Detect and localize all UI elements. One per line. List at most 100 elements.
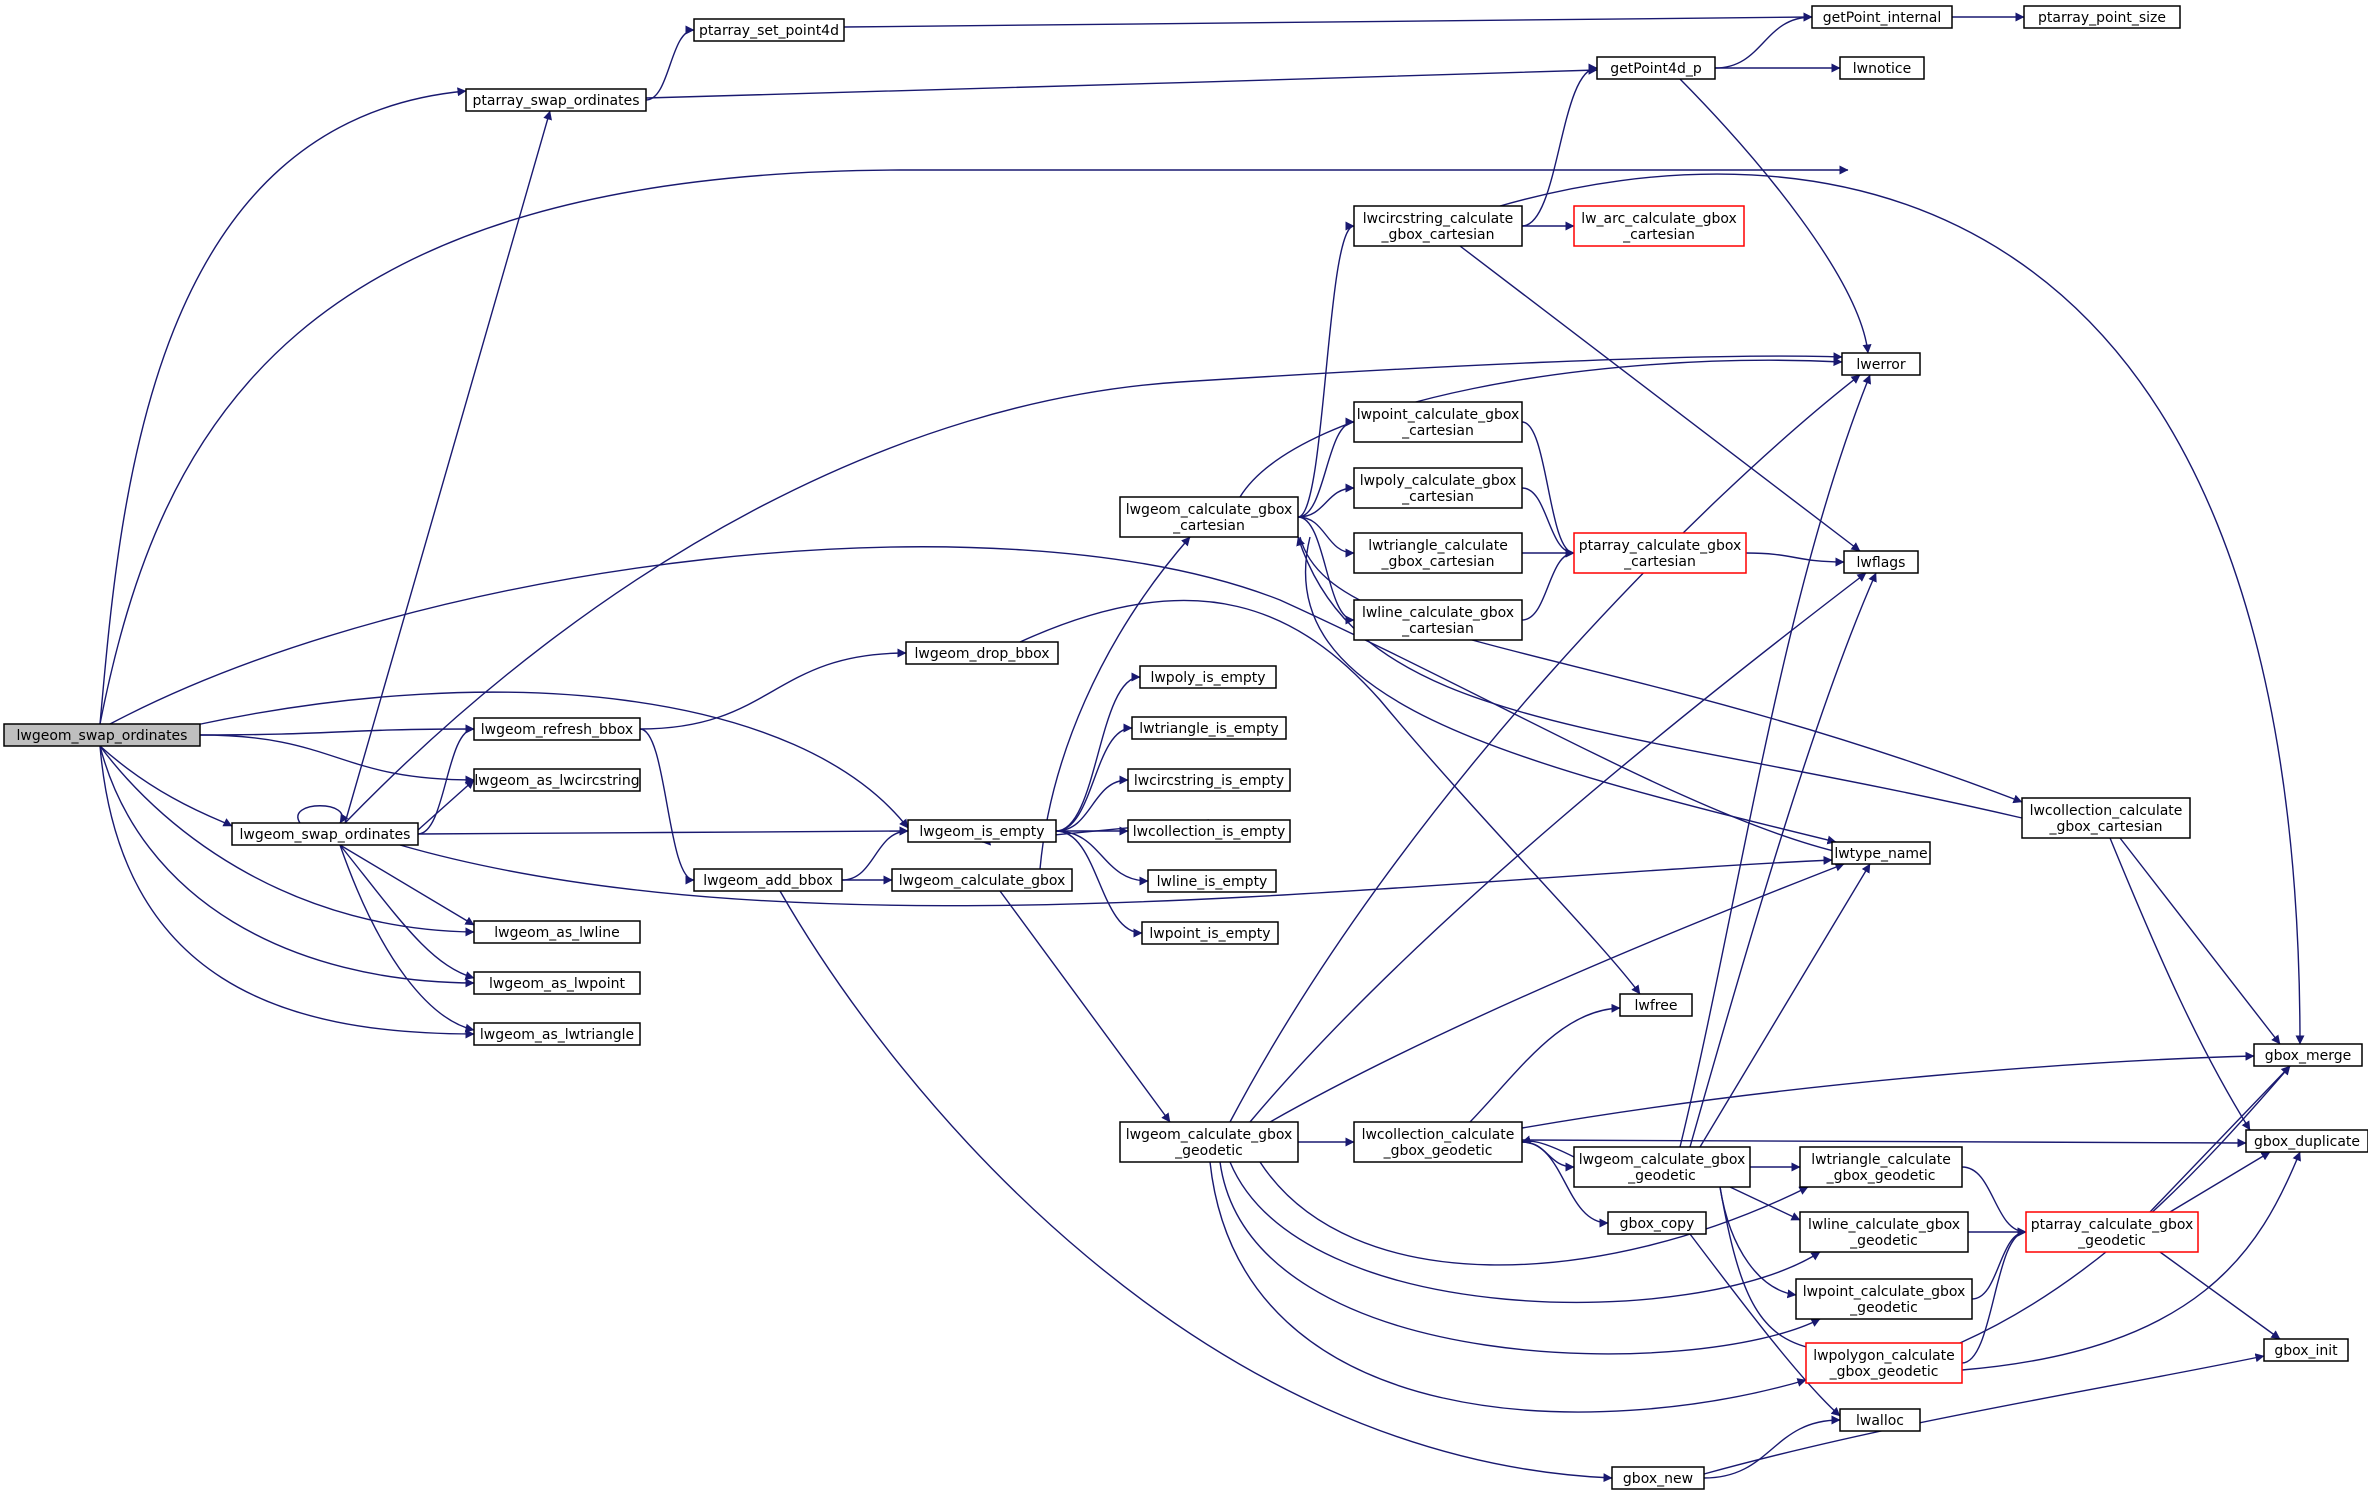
node-label: ptarray_set_point4d: [699, 23, 839, 39]
node-box: [1607, 1211, 1707, 1235]
node-lwtriangle-cart[interactable]: lwtriangle_calculate_gbox_cartesian: [1353, 532, 1523, 574]
node-gbox-copy[interactable]: gbox_copy: [1607, 1211, 1707, 1235]
edge-lwtriangle-geo-to-ptarray-geo: [1961, 1166, 2027, 1237]
edge-lwgeom-geo-to-lwflags: [1249, 572, 1867, 1123]
node-getPoint4d-p[interactable]: getPoint4d_p: [1596, 56, 1716, 80]
node-label: lwgeom_as_lwline: [494, 925, 620, 941]
node-lwgeom-as-lwpoint[interactable]: lwgeom_as_lwpoint: [473, 971, 641, 995]
node-box: [905, 641, 1059, 665]
edge-lwgeom-add-bbox-to-lwgeom-is-empty: [841, 826, 909, 881]
edge-swap-root-to-lwgeom-refresh-bbox: [199, 724, 475, 736]
node-lwcircstring-is-empty[interactable]: lwcircstring_is_empty: [1127, 768, 1291, 792]
node-lwline-geo[interactable]: lwline_calculate_gbox_geodetic: [1799, 1211, 1969, 1253]
edge-lwgeom-cart-to-lwerror: [1239, 357, 1843, 498]
node-label: _cartesian: [1623, 554, 1696, 570]
edge-lwgeom-is-empty-to-lwtriangle-is-empty: [1055, 723, 1133, 832]
node-lwgeom-drop-bbox[interactable]: lwgeom_drop_bbox: [905, 641, 1059, 665]
node-lwpolygon-geo[interactable]: lwpolygon_calculate_gbox_geodetic: [1805, 1342, 1963, 1384]
edge-swap-to-ptarray-swap: [344, 110, 552, 824]
node-box: [1127, 768, 1291, 792]
node-gbox-init[interactable]: gbox_init: [2263, 1338, 2349, 1362]
edge-lwgeom-geo-to-lwerror: [1229, 374, 1861, 1123]
node-lwpoint-geo[interactable]: lwpoint_calculate_gbox_geodetic: [1795, 1278, 1973, 1320]
node-label: lwtype_name: [1834, 846, 1927, 862]
node-box: [1805, 1342, 1963, 1384]
node-gbox-duplicate[interactable]: gbox_duplicate: [2245, 1129, 2368, 1153]
node-box: [1353, 467, 1523, 509]
node-lwgeom-as-lwline[interactable]: lwgeom_as_lwline: [473, 920, 641, 944]
node-box: [1127, 819, 1291, 843]
node-ptarray-cart[interactable]: ptarray_calculate_gbox_cartesian: [1573, 532, 1747, 574]
edge-swap-to-lwgeom-as-lwcircstring: [417, 779, 475, 831]
edge-ptarray-swap-to-ptarray-set-point4d: [645, 25, 695, 101]
edge-ptarray-cart-to-lwflags: [1745, 552, 1845, 567]
node-lwgeom-cart[interactable]: lwgeom_calculate_gbox_cartesian: [1119, 496, 1299, 538]
node-label: ptarray_swap_ordinates: [473, 93, 640, 109]
node-swap[interactable]: lwgeom_swap_ordinates: [231, 822, 419, 846]
node-lwtriangle-geo[interactable]: lwtriangle_calculate_gbox_geodetic: [1799, 1146, 1963, 1188]
node-box: [1141, 921, 1279, 945]
node-lwcollection-geo[interactable]: lwcollection_calculate_gbox_geodetic: [1353, 1121, 1523, 1163]
node-lwcollection-cart[interactable]: lwcollection_calculate_gbox_cartesian: [2021, 797, 2191, 839]
node-label: _cartesian: [1401, 423, 1474, 439]
node-lwpoly-is-empty[interactable]: lwpoly_is_empty: [1139, 665, 1277, 689]
edge-lwgeom-cart-to-lwtype-name: [1304, 536, 1837, 845]
node-lwpoint-is-empty[interactable]: lwpoint_is_empty: [1141, 921, 1279, 945]
node-lwline-cart[interactable]: lwline_calculate_gbox_cartesian: [1353, 599, 1523, 641]
node-lwpoly-cart[interactable]: lwpoly_calculate_gbox_cartesian: [1353, 467, 1523, 509]
edge-lwline-cart-to-ptarray-cart: [1521, 548, 1575, 621]
node-lwalloc[interactable]: lwalloc: [1839, 1408, 1921, 1432]
node-box: [473, 1022, 641, 1046]
node-lw-arc-cart[interactable]: lw_arc_calculate_gbox_cartesian: [1573, 205, 1745, 247]
node-label: _gbox_geodetic: [1383, 1143, 1493, 1159]
node-gbox-new[interactable]: gbox_new: [1611, 1466, 1705, 1490]
node-ptarray-geo[interactable]: ptarray_calculate_gbox_geodetic: [2025, 1211, 2199, 1253]
node-lwgeom-calculate-gbox[interactable]: lwgeom_calculate_gbox: [891, 868, 1073, 892]
node-lwflags[interactable]: lwflags: [1843, 550, 1919, 574]
edge-lwgeom-is-empty-to-lwcircstring-is-empty: [1055, 775, 1129, 832]
node-ptarray-swap[interactable]: ptarray_swap_ordinates: [465, 88, 647, 112]
edge-lwgeom-is-empty-to-lwpoint-is-empty: [1055, 830, 1143, 938]
edge-lwgeom-geo-to-lwtriangle-geo: [1259, 1161, 1809, 1266]
node-lwtriangle-is-empty[interactable]: lwtriangle_is_empty: [1131, 716, 1287, 740]
edge-lwpoint-cart-to-ptarray-cart: [1521, 421, 1575, 558]
node-lwcollection-is-empty[interactable]: lwcollection_is_empty: [1127, 819, 1291, 843]
edge-swap-to-swap: [297, 805, 349, 824]
edge-swap-to-lwtype-name: [399, 844, 1833, 907]
node-label: lwalloc: [1856, 1413, 1904, 1429]
edge-swap-to-lwgeom-is-empty: [417, 826, 909, 836]
node-label: lw_arc_calculate_gbox: [1581, 211, 1737, 227]
node-lwgeom-as-lwtriangle[interactable]: lwgeom_as_lwtriangle: [473, 1022, 641, 1046]
node-swap-root[interactable]: lwgeom_swap_ordinates: [3, 723, 201, 747]
node-lwfree[interactable]: lwfree: [1619, 993, 1693, 1017]
node-lwpoint-cart[interactable]: lwpoint_calculate_gbox_cartesian: [1353, 401, 1523, 443]
node-lwgeom-geo2[interactable]: lwgeom_calculate_gbox_geodetic: [1573, 1146, 1751, 1188]
node-lwline-is-empty[interactable]: lwline_is_empty: [1147, 869, 1277, 893]
node-lwgeom-refresh-bbox[interactable]: lwgeom_refresh_bbox: [473, 717, 641, 741]
node-box: [1353, 599, 1523, 641]
node-lwgeom-geo[interactable]: lwgeom_calculate_gbox_geodetic: [1119, 1121, 1299, 1163]
node-label: lwcollection_is_empty: [1133, 824, 1286, 840]
node-getPoint-internal[interactable]: getPoint_internal: [1811, 5, 1953, 29]
edge-swap-to-lwgeom-refresh-bbox: [417, 724, 475, 835]
node-label: ptarray_calculate_gbox: [1579, 538, 1742, 554]
node-ptarray-set-point4d[interactable]: ptarray_set_point4d: [693, 18, 845, 42]
node-lwtype-name[interactable]: lwtype_name: [1831, 841, 1931, 865]
node-box: [473, 717, 641, 741]
node-gbox-merge[interactable]: gbox_merge: [2253, 1043, 2363, 1067]
edge-gbox-new-to-lwalloc: [1703, 1415, 1841, 1479]
node-lwgeom-add-bbox[interactable]: lwgeom_add_bbox: [693, 868, 843, 892]
edge-ptarray-set-point4d-to-getPoint-internal: [843, 12, 1813, 28]
edge-lwgeom-geo2-to-lwtype-name: [1699, 863, 1871, 1148]
node-label: lwcircstring_calculate: [1363, 211, 1514, 227]
edge-lwgeom-geo-to-lwtype-name: [1269, 862, 1845, 1123]
node-ptarray-point-size[interactable]: ptarray_point_size: [2023, 5, 2181, 29]
node-label: ptarray_point_size: [2038, 10, 2166, 26]
node-lwerror[interactable]: lwerror: [1841, 352, 1921, 376]
node-lwcircstring-cart[interactable]: lwcircstring_calculate_gbox_cartesian: [1353, 205, 1523, 247]
edge-lwgeom-cart-to-lwcircstring-cart: [1297, 221, 1355, 518]
node-lwgeom-is-empty[interactable]: lwgeom_is_empty: [907, 819, 1057, 843]
node-label: lwgeom_calculate_gbox: [1579, 1152, 1746, 1168]
node-lwgeom-as-lwcircstring[interactable]: lwgeom_as_lwcircstring: [473, 768, 641, 792]
node-lwnotice[interactable]: lwnotice: [1839, 56, 1925, 80]
